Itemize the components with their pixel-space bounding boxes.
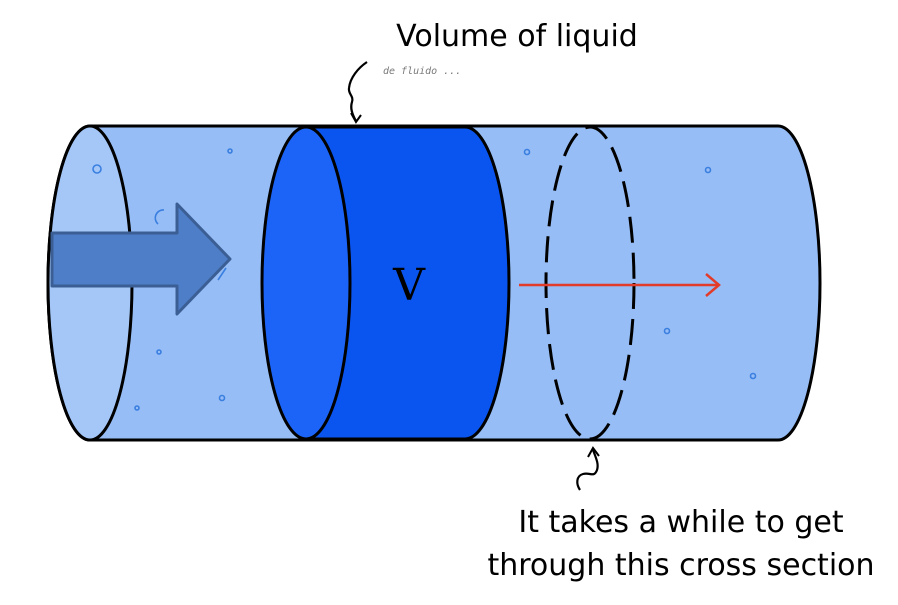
bubble	[134, 405, 140, 411]
bottom-pointer-head	[587, 446, 600, 458]
liquid-volume: V	[260, 125, 511, 441]
volume-label: Volume of liquid	[396, 19, 638, 54]
volume-body	[304, 125, 511, 441]
bubble	[523, 148, 531, 156]
bubble	[663, 327, 671, 335]
bubble	[156, 349, 162, 355]
volume-symbol: V	[392, 260, 426, 311]
top-pointer-icon	[347, 61, 368, 122]
volume-front-face	[260, 125, 352, 441]
bubble	[218, 394, 226, 402]
cross-section-caption-line1: It takes a while to get	[518, 505, 844, 540]
bubble	[92, 164, 102, 174]
bubble	[704, 166, 712, 174]
bubble-arc	[154, 209, 165, 225]
cross-section-outline	[544, 125, 636, 441]
handwritten-note: de fluido ...	[383, 66, 461, 77]
bubble	[749, 372, 757, 380]
bottom-pointer-icon	[576, 449, 599, 491]
bubble-stroke	[217, 267, 227, 281]
velocity-arrow-icon	[519, 273, 721, 297]
flow-direction-arrow-icon	[50, 202, 232, 316]
bubbles	[92, 148, 757, 411]
top-pointer-head	[350, 112, 362, 124]
cross-section-caption-line2: through this cross section	[487, 548, 874, 583]
bubble	[227, 148, 233, 154]
